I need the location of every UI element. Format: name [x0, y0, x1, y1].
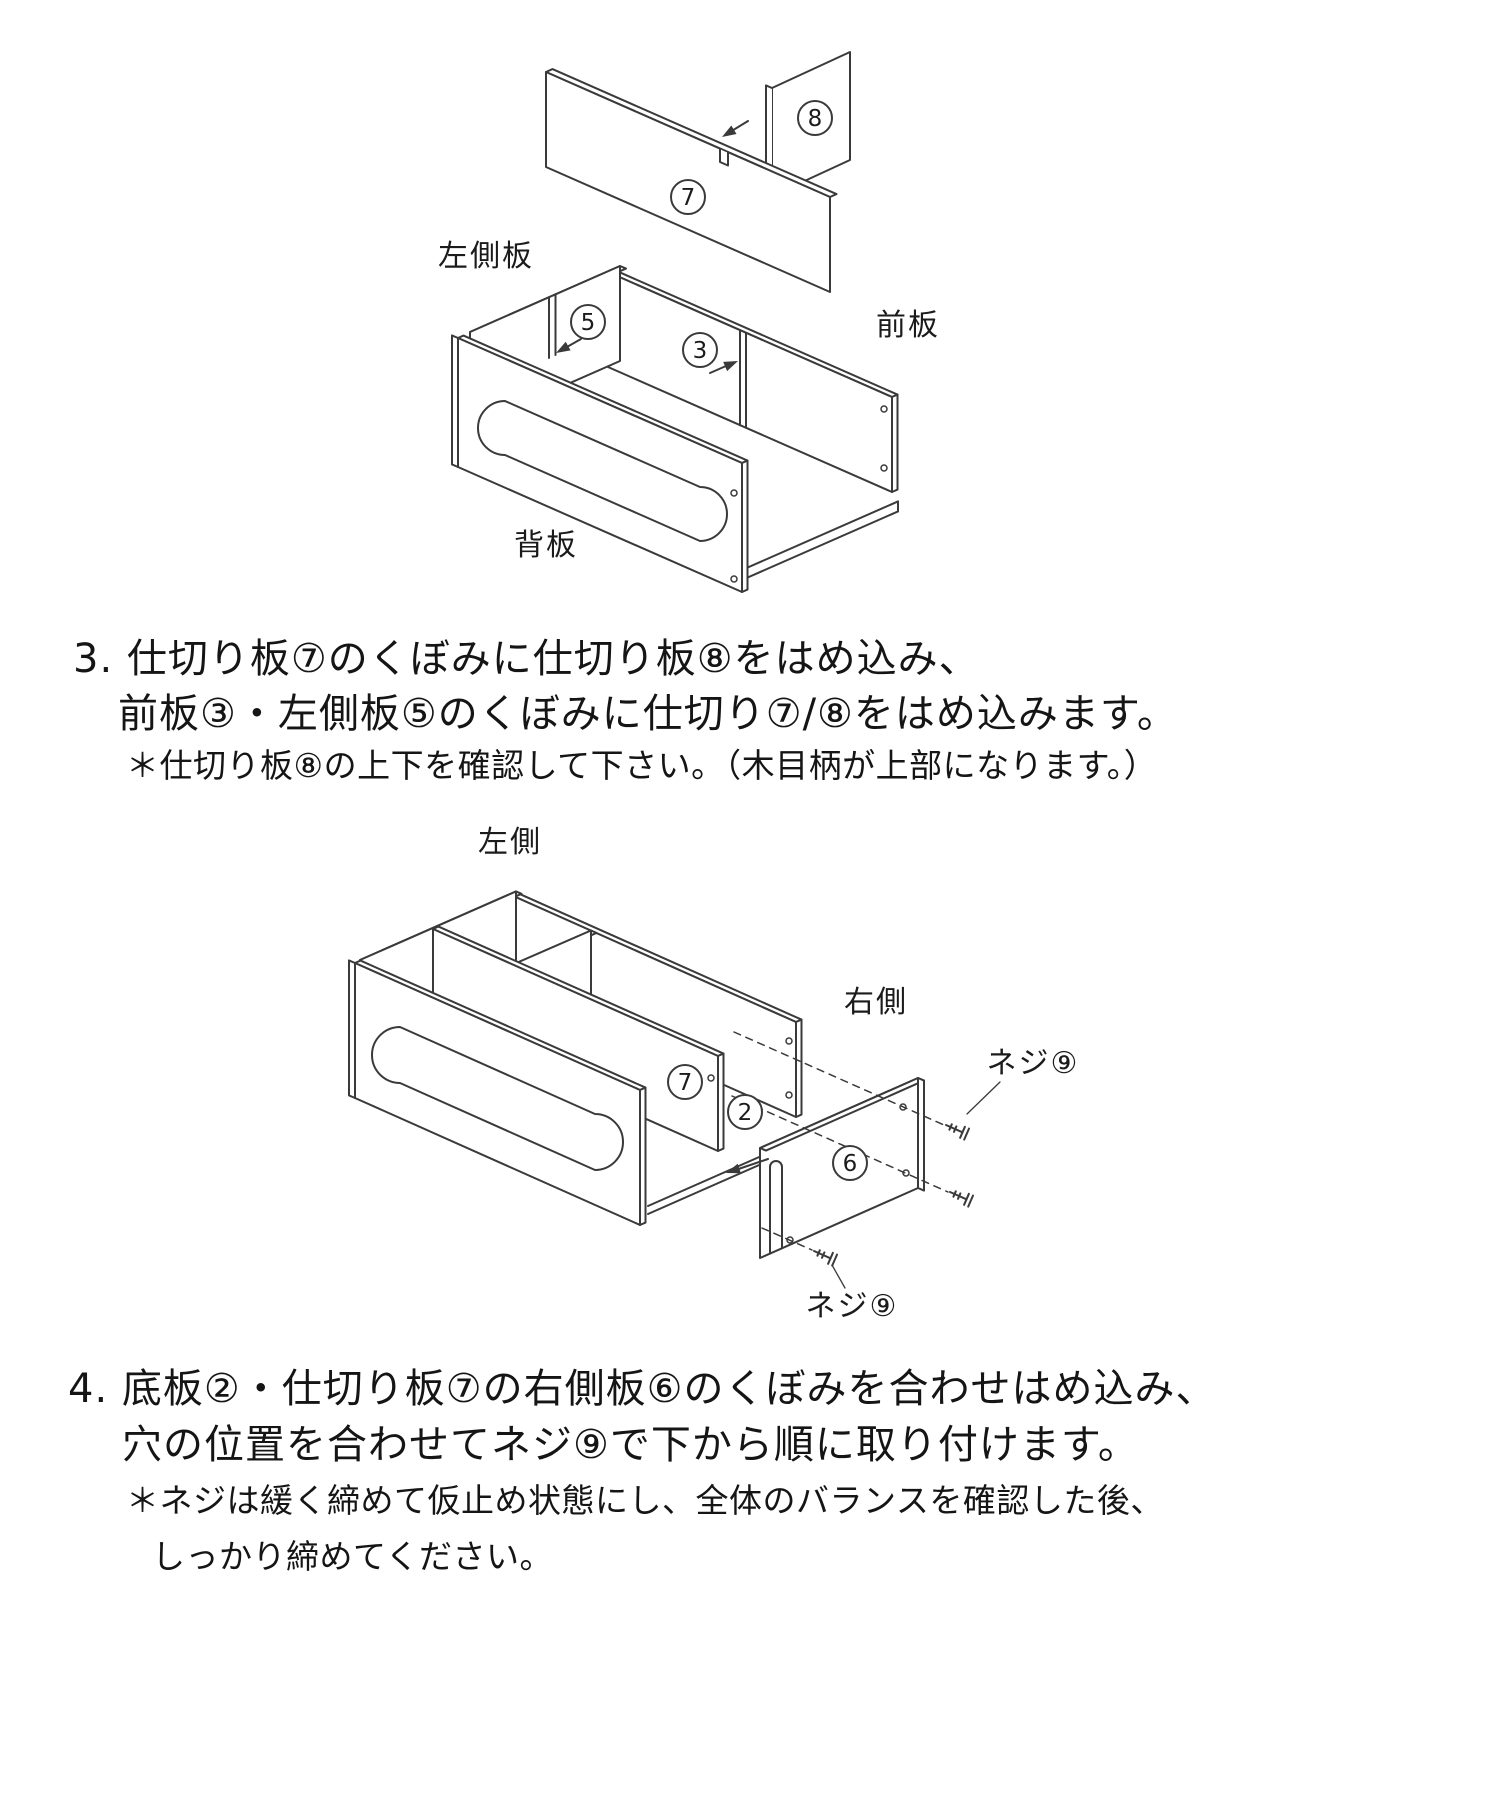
- part-badges: [570, 100, 833, 368]
- pilot-holes: [730, 405, 888, 583]
- insert-arrow-5-icon: [556, 338, 582, 353]
- groove-slot: [769, 1160, 783, 1255]
- insert-arrow-8-icon: [722, 120, 749, 137]
- label-right-side: 右側: [844, 985, 908, 1020]
- step3-diagram: 7 8 5 3 左側板 前板 背板: [438, 51, 940, 593]
- insert-arrow-3-icon: [709, 361, 738, 374]
- step3-line2: 前板③・左側板⑤のくぼみに仕切り⑦/⑧をはめ込みます。: [118, 691, 1178, 737]
- badge-circle-2: [727, 1094, 763, 1130]
- badge-2: 2: [738, 1100, 753, 1126]
- insert-arrow-6-icon: [726, 1158, 769, 1174]
- badge-circle-3: [682, 332, 718, 368]
- label-front-panel: 前板: [876, 308, 940, 343]
- badge-circle-7: [667, 1064, 703, 1100]
- label-left-side: 左側: [478, 825, 542, 860]
- step3-note: ＊仕切り板⑧の上下を確認して下さい。（木目柄が上部になります。）: [126, 746, 1158, 785]
- badge-7: 7: [681, 185, 696, 211]
- back-panel: [451, 334, 749, 593]
- alignment-dashed-lines: [731, 1031, 949, 1251]
- badge-7: 7: [678, 1070, 693, 1096]
- step3-line1: 3. 仕切り板⑦のくぼみに仕切り板⑧をはめ込み、: [73, 636, 980, 682]
- badge-3: 3: [693, 338, 708, 364]
- screw-icon: [945, 1123, 970, 1141]
- screw-icon: [813, 1249, 838, 1267]
- step4-line2: 穴の位置を合わせてネジ⑨で下から順に取り付けます。: [122, 1422, 1139, 1468]
- front-panel: [607, 268, 899, 493]
- back-panel: [348, 959, 647, 1226]
- part-badges: [667, 1064, 868, 1181]
- label-left-side-panel: 左側板: [438, 239, 534, 274]
- badge-8: 8: [808, 106, 823, 132]
- screw-icon: [949, 1190, 974, 1208]
- label-leader-lines: [831, 1081, 1001, 1289]
- badge-6: 6: [843, 1151, 858, 1177]
- label-back-panel: 背板: [514, 528, 578, 563]
- badge-5: 5: [581, 310, 596, 336]
- label-screw-top: ネジ⑨: [987, 1046, 1080, 1081]
- notch-slot: [719, 148, 729, 167]
- step4-line1: 4. 底板②・仕切り板⑦の右側板⑥のくぼみを合わせはめ込み、: [68, 1366, 1217, 1412]
- pilot-holes: [707, 1037, 910, 1244]
- divider-panel-7: [432, 925, 725, 1152]
- badge-circle-7: [670, 179, 706, 215]
- step4-diagram: 7 2 6 左側 右側 ネジ⑨ ネジ⑨: [348, 825, 1080, 1324]
- oval-cutout: [477, 400, 728, 542]
- step4-note2: しっかり締めてください。: [152, 1537, 554, 1576]
- label-screw-bottom: ネジ⑨: [806, 1289, 899, 1324]
- badge-circle-8: [797, 100, 833, 136]
- bottom-board-edge: [741, 500, 899, 581]
- oval-cutout: [371, 1026, 624, 1171]
- step4-note1: ＊ネジは緩く締めて仮止め状態にし、全体のバランスを確認した後、: [126, 1481, 1164, 1520]
- badge-circle-6: [832, 1145, 868, 1181]
- badge-circle-5: [570, 304, 606, 340]
